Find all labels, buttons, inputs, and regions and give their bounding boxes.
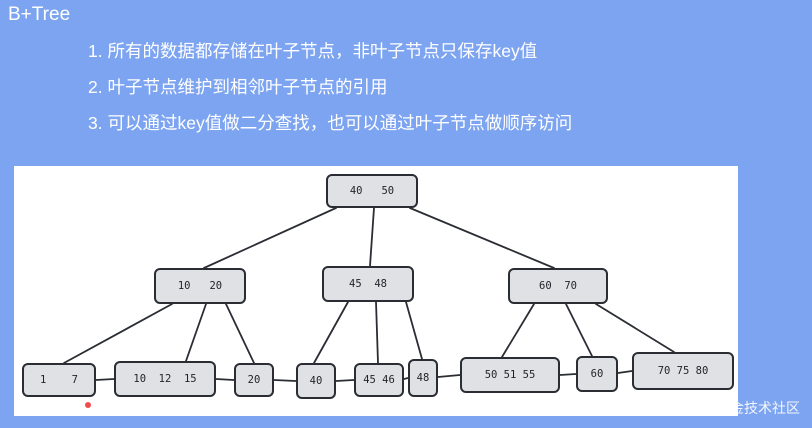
leaf-link-6 <box>437 374 461 378</box>
slide-title: B+Tree <box>8 4 71 25</box>
point-2: 2. 叶子节点维护到相邻叶子节点的引用 <box>88 77 388 97</box>
leaf-node-1: 1 7 <box>22 363 96 397</box>
watermark: @稀土掘金技术社区 <box>673 400 800 416</box>
edge-internal3-leaf-9 <box>595 303 675 353</box>
leaf-node-2: 10 12 15 <box>114 361 216 397</box>
leaf-link-1 <box>95 378 115 381</box>
edge-internal2-leaf-6 <box>405 301 423 360</box>
leaf-node-4: 40 <box>296 363 336 399</box>
bplus-tree-diagram: 40 50 10 20 45 48 60 70 1 7 10 12 15 20 … <box>14 166 738 416</box>
edge-internal2-leaf-5 <box>375 301 379 364</box>
edge-internal3-leaf-7 <box>501 303 535 358</box>
leaf-node-5: 45 46 <box>354 363 404 397</box>
point-1: 1. 所有的数据都存储在叶子节点，非叶子节点只保存key值 <box>88 41 538 61</box>
leaf-node-3: 20 <box>234 363 274 397</box>
leaf-link-3 <box>273 379 297 382</box>
edge-internal1-leaf-1 <box>63 303 173 364</box>
cursor-dot <box>85 402 91 408</box>
edge-internal1-leaf-3 <box>225 303 255 364</box>
leaf-link-4 <box>335 379 355 382</box>
leaf-link-5 <box>403 377 409 380</box>
leaf-node-6: 48 <box>408 359 438 397</box>
leaf-node-8: 60 <box>576 356 618 392</box>
tree-edges <box>63 207 675 382</box>
edge-internal2-leaf-4 <box>313 301 349 364</box>
internal-node-3: 60 70 <box>508 268 608 304</box>
key-points-list: 1. 所有的数据都存储在叶子节点，非叶子节点只保存key值 2. 叶子节点维护到… <box>88 36 572 144</box>
leaf-link-7 <box>559 373 577 376</box>
internal-node-2: 45 48 <box>322 266 414 302</box>
point-3: 3. 可以通过key值做二分查找，也可以通过叶子节点做顺序访问 <box>88 113 573 133</box>
leaf-link-2 <box>215 378 235 381</box>
internal-node-1: 10 20 <box>154 268 246 304</box>
leaf-node-7: 50 51 55 <box>460 357 560 393</box>
leaf-node-9: 70 75 80 <box>632 352 734 390</box>
leaf-link-8 <box>617 370 633 374</box>
root-node: 40 50 <box>326 174 418 208</box>
edge-root-internal-2 <box>369 207 375 267</box>
edge-internal1-leaf-2 <box>185 303 207 362</box>
edge-root-internal-1 <box>203 207 337 269</box>
edge-internal3-leaf-8 <box>565 303 593 357</box>
edge-root-internal-3 <box>409 207 555 269</box>
